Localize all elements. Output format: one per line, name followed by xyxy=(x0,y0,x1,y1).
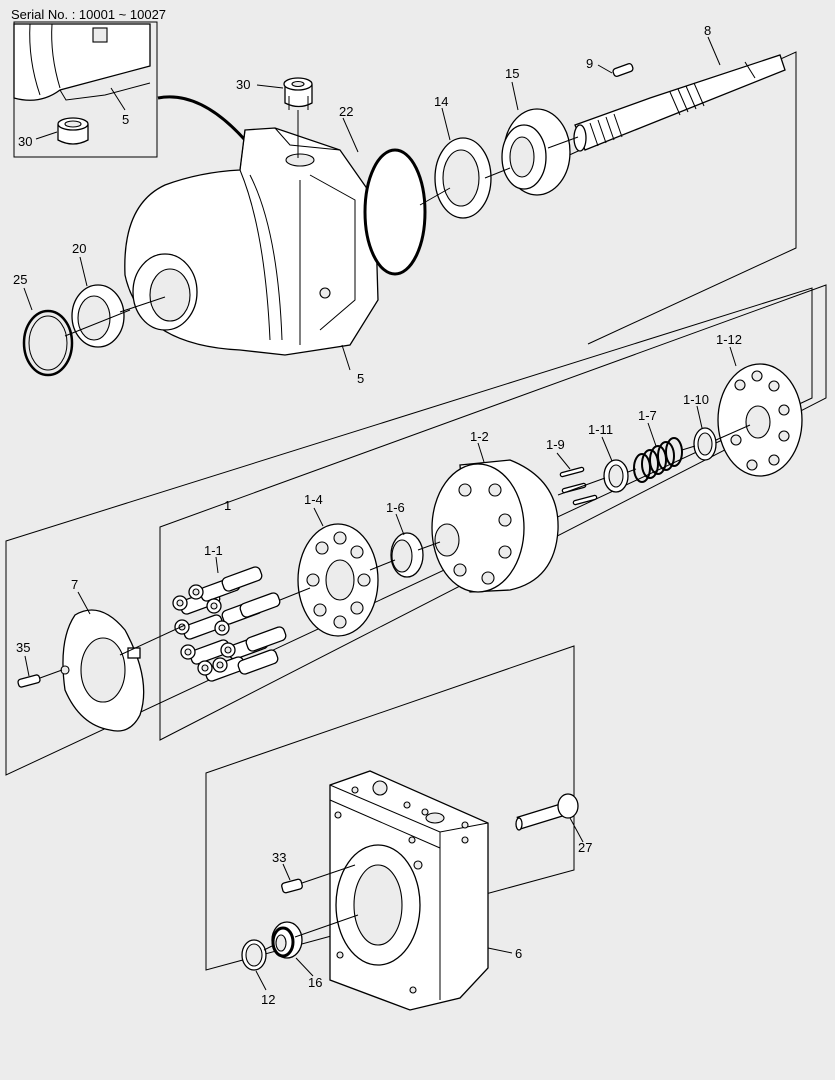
callout-20: 20 xyxy=(72,241,86,256)
callout-14: 14 xyxy=(434,94,448,109)
group-frame-port-plate xyxy=(205,645,575,971)
callout-25: 25 xyxy=(13,272,27,287)
callout-30-top: 30 xyxy=(236,77,250,92)
callout-30-inset: 30 xyxy=(18,134,32,149)
inset-detail-box xyxy=(13,21,158,158)
seal-part-14 xyxy=(434,137,492,219)
valve-plate-part-1-12 xyxy=(717,363,803,477)
spring-part-1-7 xyxy=(633,437,683,483)
callout-1-6: 1-6 xyxy=(386,500,405,515)
callout-1-11: 1-11 xyxy=(588,422,613,437)
callout-1-12: 1-12 xyxy=(716,332,742,347)
callout-9: 9 xyxy=(586,56,593,71)
callout-15: 15 xyxy=(505,66,519,81)
callout-33: 33 xyxy=(272,850,286,865)
callout-1: 1 xyxy=(224,498,231,513)
serial-number-label: Serial No. : 10001 ~ 10027 xyxy=(11,7,167,22)
callout-1-10: 1-10 xyxy=(683,392,709,407)
callout-12: 12 xyxy=(261,992,275,1007)
callout-27: 27 xyxy=(578,840,592,855)
retainer-plate-part-1-4 xyxy=(297,523,379,637)
pin-part-35 xyxy=(17,674,41,688)
inset-pointer-arrow xyxy=(157,95,247,142)
assembly-center-lines xyxy=(39,110,751,951)
swash-plate-part-7 xyxy=(60,609,145,732)
shaft-part-8 xyxy=(573,54,786,152)
callout-22: 22 xyxy=(339,104,353,119)
key-part-9 xyxy=(612,63,634,77)
bearing-part-16 xyxy=(271,921,303,959)
callout-35: 35 xyxy=(16,640,30,655)
callout-1-2: 1-2 xyxy=(470,429,489,444)
bearing-part-15 xyxy=(501,108,571,196)
washer-part-1-11 xyxy=(603,459,629,493)
bearing-part-20 xyxy=(71,284,125,348)
callout-1-9: 1-9 xyxy=(546,437,565,452)
pin-part-33 xyxy=(281,878,303,894)
cylinder-block-part-1-2 xyxy=(431,459,559,593)
group-frame-rotating-group xyxy=(5,287,813,776)
callout-7: 7 xyxy=(71,577,78,592)
callout-labels: 30 30 5 5 22 14 15 9 8 20 25 1 1-1 1-2 1… xyxy=(13,23,742,1007)
snap-ring-part-25 xyxy=(22,309,74,377)
callout-1-7: 1-7 xyxy=(638,408,657,423)
bolt-part-27 xyxy=(515,793,579,831)
callout-8: 8 xyxy=(704,23,711,38)
callout-1-1: 1-1 xyxy=(204,543,223,558)
ring-part-12 xyxy=(241,939,267,971)
pistons-part-1-1 xyxy=(172,566,287,682)
callout-5-housing: 5 xyxy=(357,371,364,386)
port-plate-part-6 xyxy=(329,770,489,1011)
group-frame-sub-assembly xyxy=(159,284,827,741)
callout-6: 6 xyxy=(515,946,522,961)
plug-part-30 xyxy=(283,77,313,110)
callout-16: 16 xyxy=(308,975,322,990)
o-ring-part-22 xyxy=(363,148,427,276)
pins-part-1-9 xyxy=(559,466,598,506)
bushing-part-1-6 xyxy=(390,532,424,578)
callout-leader-lines xyxy=(23,36,737,991)
ring-part-1-10 xyxy=(693,427,717,461)
motor-housing-part-5 xyxy=(124,127,379,356)
callout-5-inset: 5 xyxy=(122,112,129,127)
callout-1-4: 1-4 xyxy=(304,492,323,507)
